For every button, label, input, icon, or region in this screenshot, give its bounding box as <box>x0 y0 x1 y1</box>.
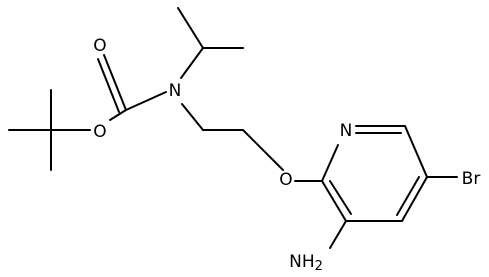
bond-ring-to-amine <box>329 220 347 249</box>
amine-label-text: NH <box>289 252 315 272</box>
ethylene-linker <box>181 103 284 171</box>
bond-ring-c3-c2-double-outer <box>321 180 347 222</box>
carbamate-nitrogen-label: N <box>169 81 182 101</box>
carbamate-group <box>97 54 167 121</box>
bond-ring-c2-n1 <box>321 144 339 182</box>
bond-nitrogen-to-isopropyl <box>180 47 204 79</box>
ester-oxygen-label: O <box>93 122 106 142</box>
bromine-label: Br <box>462 169 481 189</box>
aminobromopyridine-ring <box>294 125 458 249</box>
bond-carbonyl-double-1 <box>103 54 127 111</box>
carbonyl-oxygen-label: O <box>93 36 106 56</box>
bond-isopropyl-methyl-1 <box>177 7 204 49</box>
bond-carbonyl-double-2 <box>97 58 120 113</box>
bond-ring-c6-c5 <box>404 125 428 178</box>
amine-label-subscript: 2 <box>315 259 323 274</box>
amine-label: NH2 <box>289 252 323 274</box>
bond-nitrogen-to-ethyl <box>181 103 204 131</box>
bond-carbonyl-to-nitrogen <box>125 91 167 111</box>
bond-ring-c3-c2-double-inner <box>329 180 352 215</box>
atom-labels: O O N O N Br NH2 <box>93 36 480 274</box>
tert-butyl-group <box>8 89 91 171</box>
bond-ethyl-to-ether-oxygen <box>242 129 284 171</box>
bond-ester-oxygen-to-carbonyl <box>109 109 127 121</box>
ether-oxygen-label: O <box>279 170 292 190</box>
bond-ring-c5-c4-double-outer <box>401 176 428 222</box>
bond-ring-c5-c4-double-inner <box>396 176 420 216</box>
isopropyl-group <box>177 7 244 79</box>
pyridine-nitrogen-label: N <box>340 121 353 141</box>
